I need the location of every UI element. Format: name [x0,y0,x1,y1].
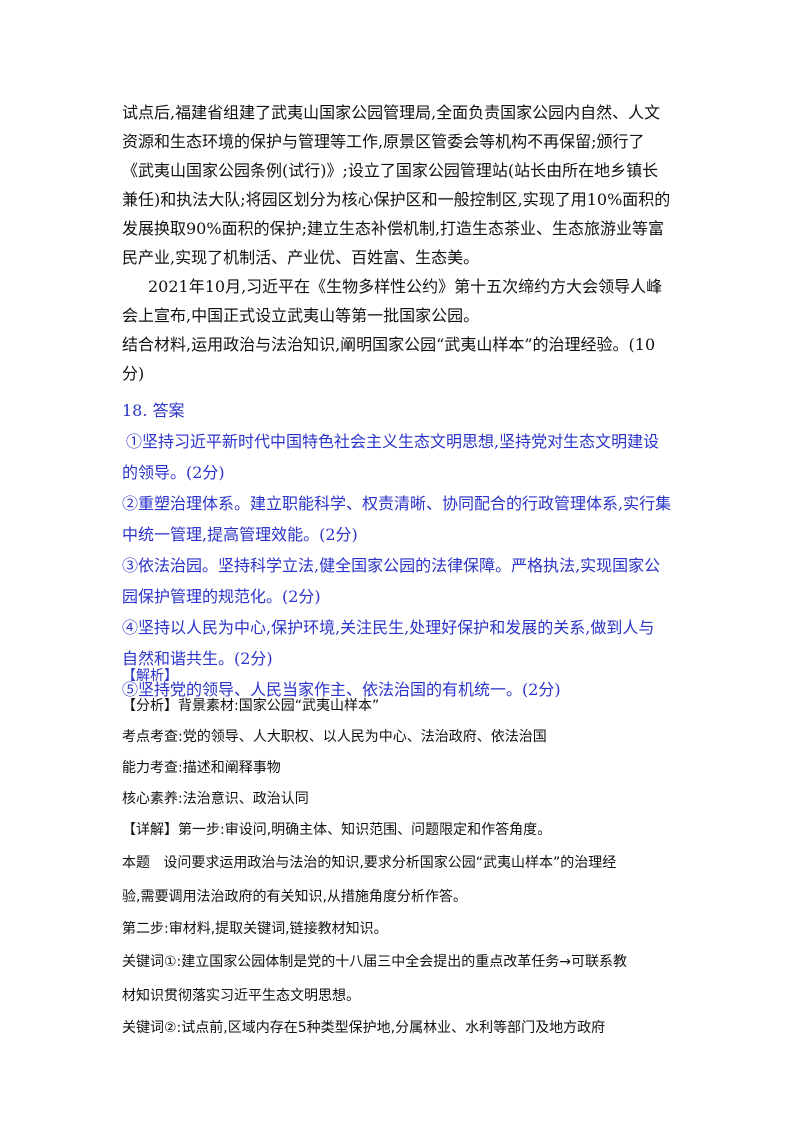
analysis-line: 【详解】第一步:审设问,明确主体、知识范围、问题限定和作答角度。 [122,822,552,838]
analysis-line: 关键词②:试点前,区域内存在5种类型保护地,分属林业、水利等部门及地方政府 [122,1020,606,1036]
answer-line: 的领导。(2分) [122,463,225,482]
answer-line: 自然和谐共生。(2分) [122,649,273,668]
answer-line: ②重塑治理体系。建立职能科学、权责清晰、协同配合的行政管理体系,实行集 [122,494,672,513]
analysis-line: 【分析】背景素材:国家公园“武夷山样本” [122,698,380,714]
material-line: 民产业,实现了机制活、产业优、百姓富、生态美。 [122,248,480,267]
analysis-line: 第二步:审材料,提取关键词,链接教材知识。 [122,921,388,937]
question-line: 结合材料,运用政治与法治知识,阐明国家公园“武夷山样本”的治理经验。(10 [122,335,656,354]
material-paragraph: 试点后,福建省组建了武夷山国家公园管理局,全面负责国家公园内自然、人文 资源和生… [122,98,682,388]
answer-line: ⑤坚持党的领导、人民当家作主、依法治国的有机统一。(2分) [122,680,561,699]
answer-heading: 18. 答案 [122,401,185,420]
analysis-line: 材知识贯彻落实习近平生态文明思想。 [122,988,360,1004]
material-line: 发展换取90%面积的保护;建立生态补偿机制,打造生态茶业、生态旅游业等富 [122,219,665,238]
question-line: 分) [122,364,145,383]
answer-line: ④坚持以人民为中心,保护环境,关注民生,处理好保护和发展的关系,做到人与 [122,618,655,637]
material-line: 资源和生态环境的保护与管理等工作,原景区管委会等机构不再保留;颁行了 [122,132,645,151]
analysis-section: 【解析】 【分析】背景素材:国家公园“武夷山样本” 考点考查:党的领导、人大职权… [122,662,682,1044]
answer-line: 中统一管理,提高管理效能。(2分) [122,525,358,544]
analysis-line: 验,需要调用法治政府的有关知识,从措施角度分析作答。 [122,889,467,905]
analysis-label: 【解析】 [122,668,178,684]
answer-line: ①坚持习近平新时代中国特色社会主义生态文明思想,坚持党对生态文明建设 [126,432,660,451]
answer-section: 18. 答案 ①坚持习近平新时代中国特色社会主义生态文明思想,坚持党对生态文明建… [122,395,682,705]
answer-line: 园保护管理的规范化。(2分) [122,587,321,606]
answer-line: ③依法治园。坚持科学立法,健全国家公园的法律保障。严格执法,实现国家公 [122,556,661,575]
analysis-line: 本题 设问要求运用政治与法治的知识,要求分析国家公园“武夷山样本”的治理经 [122,855,617,871]
material-line: 《武夷山国家公园条例(试行)》;设立了国家公园管理站(站长由所在地乡镇长 [122,161,659,180]
material-line: 兼任)和执法大队;将园区划分为核心保护区和一般控制区,实现了用10%面积的 [122,190,671,209]
material-line: 2021年10月,习近平在《生物多样性公约》第十五次缔约方大会领导人峰 [148,277,663,296]
analysis-line: 能力考查:描述和阐释事物 [122,760,281,776]
material-line: 会上宣布,中国正式设立武夷山等第一批国家公园。 [122,306,480,325]
analysis-line: 关键词①:建立国家公园体制是党的十八届三中全会提出的重点改革任务→可联系教 [122,954,627,970]
analysis-line: 考点考查:党的领导、人大职权、以人民为中心、法治政府、依法治国 [122,729,547,745]
material-line: 试点后,福建省组建了武夷山国家公园管理局,全面负责国家公园内自然、人文 [122,103,661,122]
analysis-line: 核心素养:法治意识、政治认同 [122,791,309,807]
